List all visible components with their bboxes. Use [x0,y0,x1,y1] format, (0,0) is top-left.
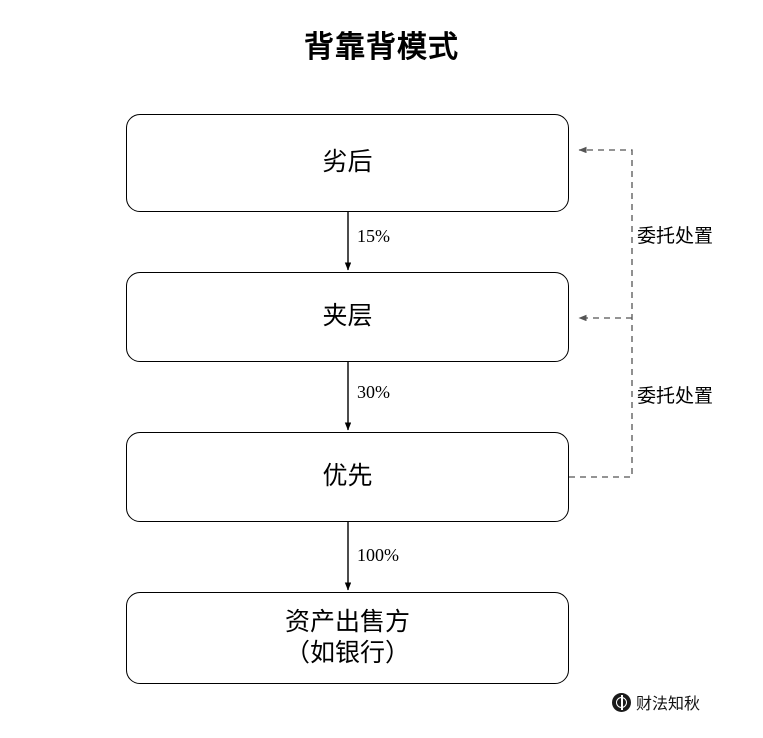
wechat-official-account-logo-icon [612,692,631,712]
node-youxian-label: 优先 [322,463,373,491]
watermark: 财法知秋 [612,690,700,714]
dashed-youxian-to-liehou [569,146,633,478]
edge-label-15-percent: 15% [357,226,390,246]
watermark-text: 财法知秋 [636,696,701,713]
node-asset-seller-label: 资产出售方 （如银行） [284,608,410,667]
node-liehou-label: 劣后 [322,149,373,177]
node-asset-seller[interactable]: 资产出售方 （如银行） [126,592,569,684]
page-title: 背靠背模式 [304,31,459,64]
node-jiaceng[interactable]: 夹层 [126,272,569,362]
edge-label-30-percent: 30% [357,382,390,402]
edge-label-100-percent: 100% [357,545,399,565]
node-liehou[interactable]: 劣后 [126,114,569,212]
node-youxian[interactable]: 优先 [126,432,569,522]
node-jiaceng-label: 夹层 [322,303,373,331]
side-label-entrusted-disposal-1: 委托处置 [637,226,714,247]
side-label-entrusted-disposal-2: 委托处置 [637,386,714,407]
